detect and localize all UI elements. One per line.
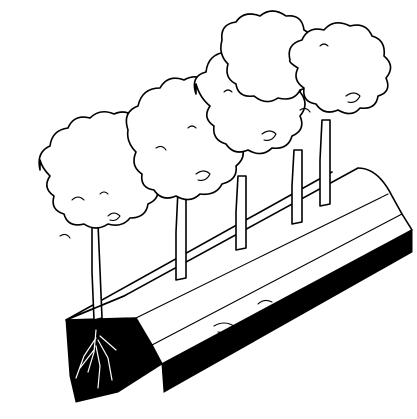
embankment-diagram (0, 0, 417, 419)
